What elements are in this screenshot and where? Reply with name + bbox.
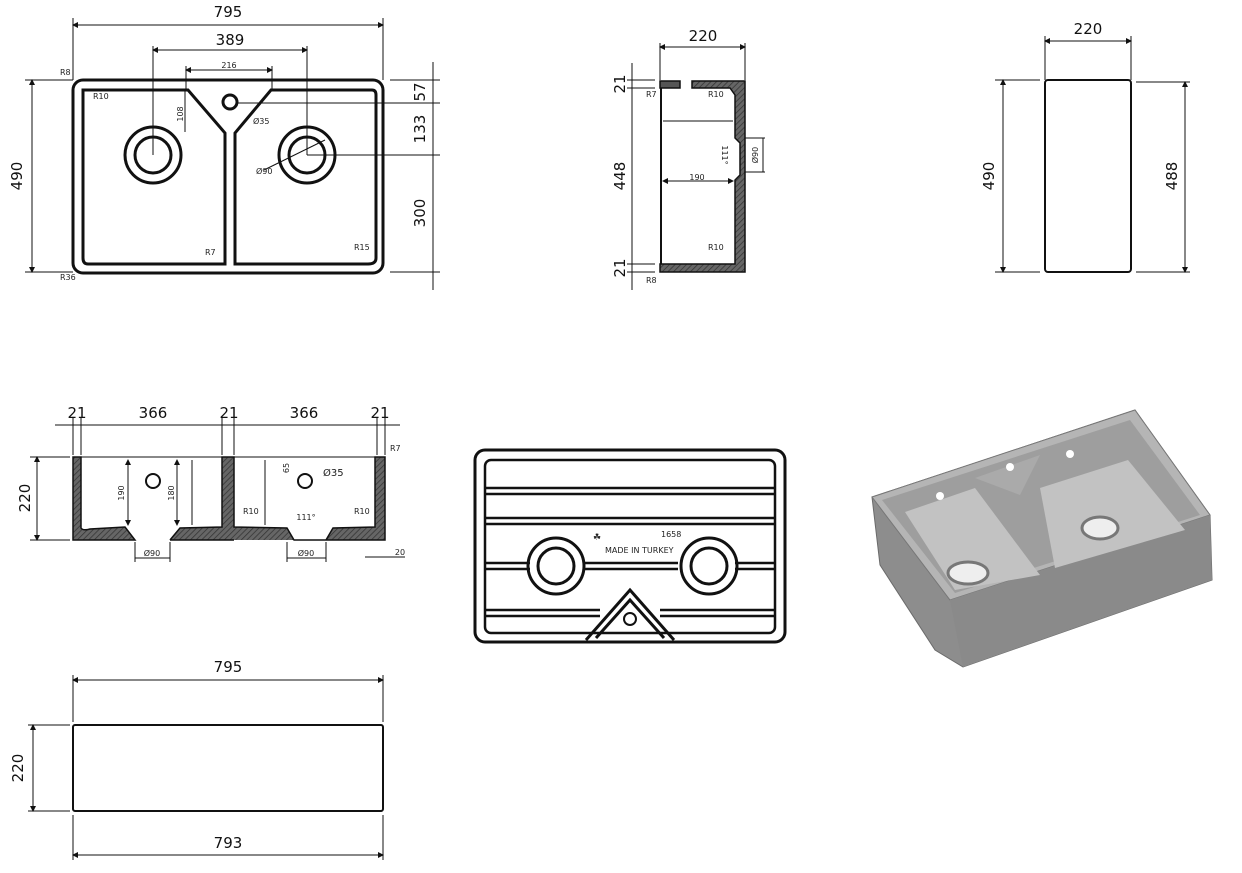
dim-65: 65: [282, 463, 291, 473]
radius-r10-bottom: R10: [708, 243, 724, 252]
dim-133: 133: [411, 115, 429, 144]
dim-divider-width: 216: [221, 61, 236, 70]
waste-right-label: Ø90: [298, 548, 314, 558]
dim-inner: 448: [611, 162, 629, 191]
radius-r7: R7: [390, 444, 401, 453]
dim-wall-top: 21: [611, 74, 629, 93]
made-in-stamp: MADE IN TURKEY: [605, 546, 674, 555]
dim-190: 190: [689, 173, 704, 182]
top-view: 795 389 216 490 57 133 300 108 Ø35 Ø90 R…: [8, 3, 440, 290]
tap-hole-label: Ø35: [253, 116, 269, 126]
dim-bottom-width: 793: [214, 834, 243, 852]
radius-r36: R36: [60, 273, 76, 282]
dim-height: 220: [16, 484, 34, 513]
dim-height-left: 490: [980, 162, 998, 191]
dim-wall-bottom: 21: [611, 258, 629, 277]
brand-logo-icon: ☘: [593, 533, 601, 543]
dim-bowl-left: 366: [139, 404, 168, 422]
radius-r10-top: R10: [708, 90, 724, 99]
dim-180: 180: [167, 485, 176, 500]
radius-r10: R10: [93, 92, 109, 101]
waste-left-label: Ø90: [144, 548, 160, 558]
waste-label: Ø90: [750, 147, 760, 163]
tap-hole-label: Ø35: [323, 467, 344, 479]
dim-depth: 490: [8, 162, 26, 191]
dim-wall-mid: 21: [219, 404, 238, 422]
side-section-view: 220 21 448 21 R7 R10 R10 R8 190 111° Ø90: [611, 27, 765, 290]
radius-r10-right: R10: [354, 507, 370, 516]
dim-overall-width: 795: [214, 3, 243, 21]
product-code: 1658: [661, 530, 681, 539]
radius-r7: R7: [205, 248, 216, 257]
front-view: 795 793 220: [9, 658, 384, 860]
radius-r8: R8: [646, 276, 657, 285]
dim-height: 220: [9, 754, 27, 783]
front-section-view: 21 366 21 366 21 220 190 180 65 Ø35 R10 …: [16, 404, 405, 562]
dim-waste-spacing: 389: [216, 31, 245, 49]
radius-r15: R15: [354, 243, 370, 252]
dim-108: 108: [176, 106, 185, 121]
dim-top-width: 795: [214, 658, 243, 676]
dim-bowl-right: 366: [290, 404, 319, 422]
dim-wall-left: 21: [67, 404, 86, 422]
dim-base: 20: [395, 548, 405, 557]
radius-r8: R8: [60, 68, 71, 77]
dim-height-right: 488: [1163, 162, 1181, 191]
angle-label: 111°: [720, 145, 729, 164]
dim-width: 220: [1074, 20, 1103, 38]
dim-300: 300: [411, 199, 429, 228]
angle-label: 111°: [296, 513, 315, 522]
dim-57: 57: [411, 82, 429, 101]
dim-190: 190: [117, 485, 126, 500]
dim-width: 220: [689, 27, 718, 45]
side-view: 220 490 488: [980, 20, 1190, 273]
radius-r10-left: R10: [243, 507, 259, 516]
radius-r7: R7: [646, 90, 657, 99]
bottom-view: ☘ 1658 MADE IN TURKEY: [473, 448, 787, 644]
sink-3d-render: [871, 409, 1213, 668]
waste-hole-label: Ø90: [256, 166, 272, 176]
dim-wall-right: 21: [370, 404, 389, 422]
